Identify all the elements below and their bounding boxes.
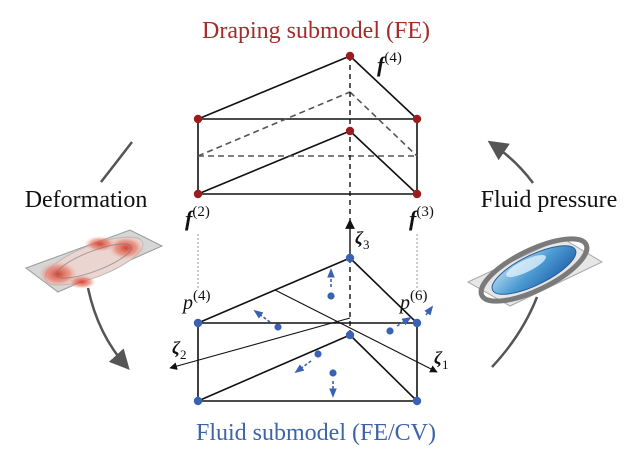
deformation-label: Deformation	[25, 187, 148, 213]
draping-submodel-title: Draping submodel (FE)	[202, 18, 430, 44]
fluid-prism	[169, 219, 438, 406]
zeta2-axis	[169, 317, 351, 370]
face-normal-arrow	[396, 316, 412, 327]
face-point	[329, 369, 337, 377]
fluid-node	[345, 330, 355, 340]
label-f2: f(2)	[185, 204, 210, 231]
fluid-pressure-label: Fluid pressure	[481, 187, 618, 213]
fluid-node	[412, 318, 422, 328]
fluid-pressure-plate-image	[466, 236, 604, 307]
face-normal-arrow	[294, 360, 312, 374]
label-p6: p(6)	[398, 288, 428, 314]
left-upper-arc	[100, 141, 133, 183]
face-normal-arrow	[424, 305, 434, 316]
fluid-submodel-title: Fluid submodel (FE/CV)	[196, 420, 436, 446]
label-zeta2: ζ2	[172, 338, 186, 362]
face-point	[274, 323, 282, 331]
left-lower-arrow	[86, 287, 130, 370]
label-zeta3: ζ3	[355, 228, 369, 252]
draping-node	[345, 126, 355, 136]
face-point	[386, 327, 394, 335]
label-p4: p(4)	[181, 288, 211, 314]
zeta1-axis	[274, 289, 438, 373]
label-f4: f(4)	[377, 50, 402, 77]
fluid-node	[193, 318, 203, 328]
deformation-plate-image	[24, 229, 164, 293]
right-lower-arc	[491, 296, 539, 368]
face-normal-arrow	[253, 309, 271, 323]
draping-node	[193, 114, 203, 124]
label-f3: f(3)	[409, 204, 434, 231]
right-upper-arrow	[487, 140, 535, 184]
label-zeta1: ζ1	[434, 348, 448, 372]
fluid-node	[193, 396, 203, 406]
draping-node	[412, 114, 422, 124]
draping-node	[193, 189, 203, 199]
draping-node	[412, 189, 422, 199]
face-point	[327, 292, 335, 300]
face-point	[314, 350, 322, 358]
fluid-node	[412, 396, 422, 406]
draping-node	[345, 51, 355, 61]
draping-prism	[193, 51, 422, 220]
fluid-node	[345, 253, 355, 263]
